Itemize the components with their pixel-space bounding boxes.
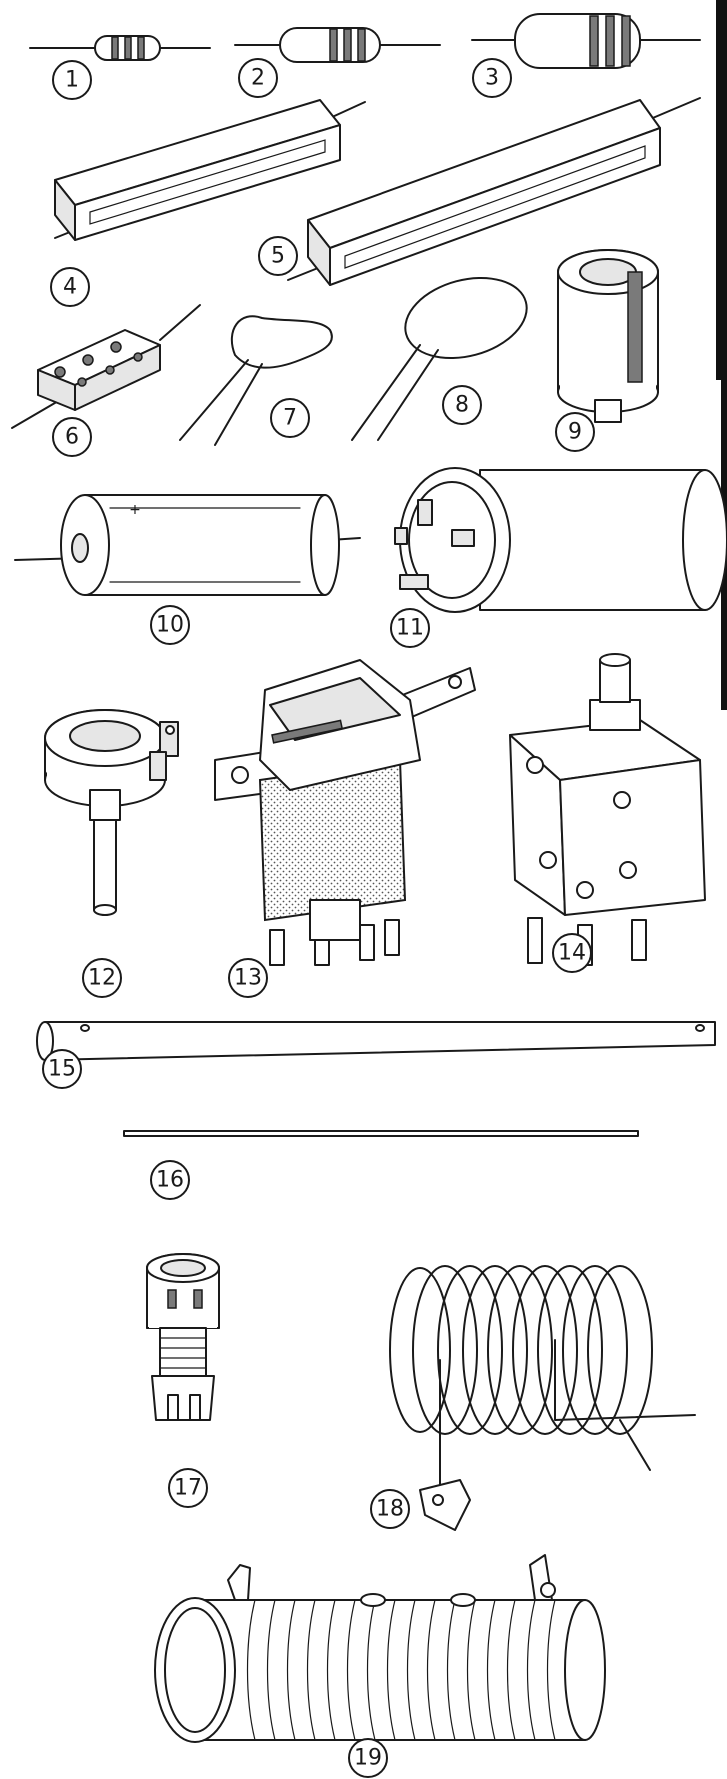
resistor-small-figure: [29, 35, 211, 61]
callout-16: 16: [150, 1160, 190, 1200]
callout-14: 14: [552, 933, 592, 973]
callout-circle: [442, 385, 482, 425]
callout-number: 19: [354, 1746, 382, 1771]
callout-9: 9: [555, 412, 595, 452]
shaft-rod-figure: [36, 1021, 716, 1061]
callout-circle: [390, 608, 430, 648]
callout-number: 17: [174, 1476, 202, 1501]
callout-circle: [555, 412, 595, 452]
callout-8: 8: [442, 385, 482, 425]
callout-11: 11: [390, 608, 430, 648]
callout-number: 18: [376, 1497, 404, 1522]
callout-18: 18: [370, 1489, 410, 1529]
scan-edge-top: [716, 0, 727, 380]
callout-number: 5: [271, 244, 285, 269]
callout-circle: [52, 60, 92, 100]
callout-number: 7: [283, 406, 297, 431]
callout-19: 19: [348, 1738, 388, 1778]
callout-circle: [370, 1489, 410, 1529]
callout-15: 15: [42, 1049, 82, 1089]
callout-4: 4: [50, 267, 90, 307]
callout-number: 15: [48, 1057, 76, 1082]
rocker-switch-figure: [214, 659, 476, 966]
callout-circle: [552, 933, 592, 973]
callout-circle: [42, 1049, 82, 1089]
callout-12: 12: [82, 958, 122, 998]
callout-17: 17: [168, 1468, 208, 1508]
micro-switch-figure: [509, 653, 706, 966]
callout-circle: [50, 267, 90, 307]
callout-number: 1: [65, 68, 79, 93]
potentiometer-figure: [44, 709, 179, 916]
power-resistor-large-figure: [287, 97, 701, 286]
callout-circle: [168, 1468, 208, 1508]
callout-circle: [82, 958, 122, 998]
capacitor-motor-run-figure: [394, 467, 727, 613]
callout-7: 7: [270, 398, 310, 438]
callout-3: 3: [472, 58, 512, 98]
callout-circle: [258, 236, 298, 276]
callout-5: 5: [258, 236, 298, 276]
callout-number: 13: [234, 966, 262, 991]
power-resistor-small-figure: [54, 99, 366, 241]
callout-number: 4: [63, 275, 77, 300]
bushing-cylinder-figure: [557, 249, 659, 423]
callout-number: 9: [568, 420, 582, 445]
callout-2: 2: [238, 58, 278, 98]
callout-number: 12: [88, 966, 116, 991]
callout-number: 14: [558, 941, 586, 966]
capacitor-disc-large-figure: [351, 276, 528, 441]
resistor-large-figure: [471, 13, 701, 69]
callout-number: 3: [485, 66, 499, 91]
callout-number: 6: [65, 425, 79, 450]
callout-circle: [150, 1160, 190, 1200]
callout-13: 13: [228, 958, 268, 998]
callout-circle: [270, 398, 310, 438]
callout-number: 2: [251, 66, 265, 91]
callout-circle: [150, 605, 190, 645]
callout-number: 10: [156, 613, 184, 638]
wirewound-tube-figure: [154, 1554, 606, 1743]
wire-coil-figure: [389, 1265, 696, 1531]
callout-number: 11: [396, 616, 424, 641]
svg-text:+: +: [129, 502, 141, 518]
callout-circle: [228, 958, 268, 998]
resistor-medium-figure: [234, 27, 441, 63]
callout-circle: [52, 417, 92, 457]
callout-1: 1: [52, 60, 92, 100]
thin-rod-figure: [123, 1130, 639, 1137]
capacitor-disc-small-figure: [179, 315, 333, 446]
capacitor-electrolytic-figure: +: [14, 494, 361, 596]
callout-circle: [348, 1738, 388, 1778]
lamp-socket-figure: [146, 1253, 220, 1421]
callout-10: 10: [150, 605, 190, 645]
callout-circle: [472, 58, 512, 98]
callout-number: 8: [455, 393, 469, 418]
callout-6: 6: [52, 417, 92, 457]
callout-number: 16: [156, 1168, 184, 1193]
callout-circle: [238, 58, 278, 98]
terminal-block-figure: [11, 304, 201, 429]
